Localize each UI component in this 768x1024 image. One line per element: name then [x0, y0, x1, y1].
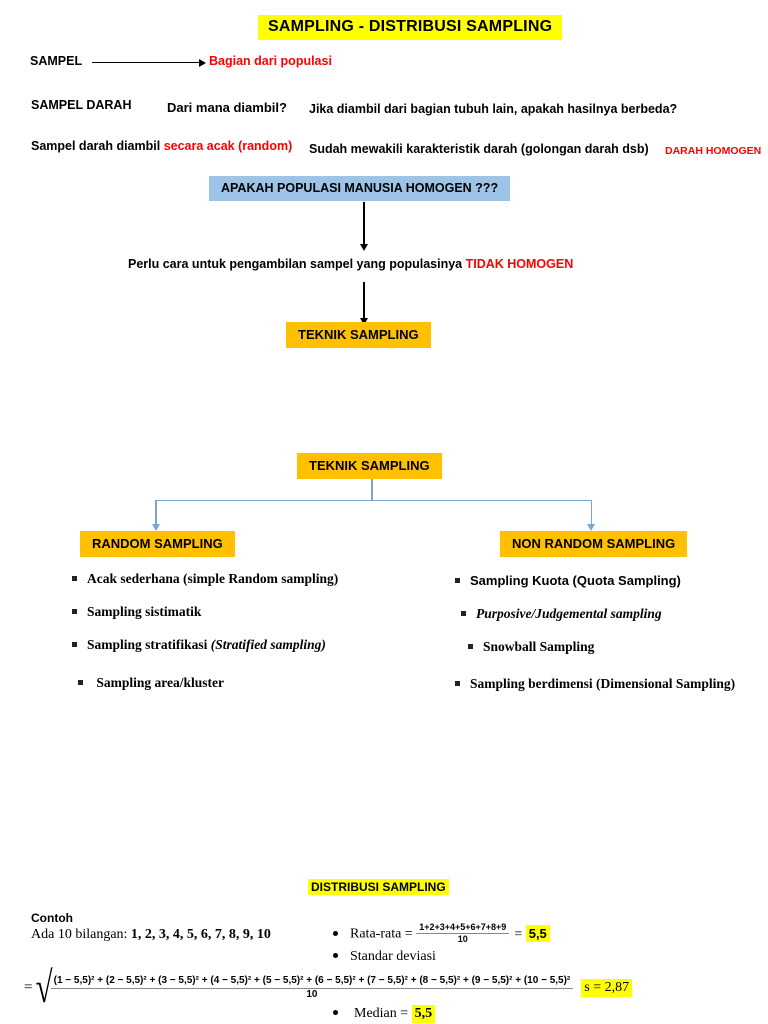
perlu-cara-before: Perlu cara untuk pengambilan sampel yang… [128, 257, 466, 271]
sampel-random-highlight: secara acak (random) [163, 139, 293, 153]
contoh-label: Contoh [31, 911, 73, 925]
contoh-line: Ada 10 bilangan: 1, 2, 3, 4, 5, 6, 7, 8,… [31, 927, 271, 943]
square-bullet-icon [72, 576, 77, 581]
page-title-text: SAMPLING - DISTRIBUSI SAMPLING [258, 15, 563, 40]
perlu-cara-highlight: TIDAK HOMOGEN [465, 257, 574, 271]
mean-denominator: 10 [457, 934, 468, 945]
dot-bullet-icon [333, 1010, 338, 1015]
list-item: Sampling area/kluster [78, 675, 338, 691]
mean-row: Rata-rata = 1+2+3+4+5+6+7+8+9 10 = 5,5 [333, 922, 550, 945]
random-sampling-list: Acak sederhana (simple Random sampling) … [72, 571, 338, 691]
tree-connector-horizontal [155, 499, 592, 501]
list-item-label: Sampling sistimatik [87, 604, 202, 619]
tree-arrow-head-right-icon [587, 524, 595, 531]
list-item: Sampling Kuota (Quota Sampling) [455, 573, 735, 588]
apakah-populasi-box-text: APAKAH POPULASI MANUSIA HOMOGEN ??? [209, 176, 511, 201]
list-item-label-italic: (Stratified sampling) [210, 637, 326, 652]
list-item-label: Purposive/Judgemental sampling [476, 606, 662, 621]
down-arrow-icon-2 [363, 282, 365, 320]
dot-bullet-icon [333, 953, 338, 958]
sd-numerator: (1 − 5,5)² + (2 − 5,5)² + (3 − 5,5)² + (… [50, 975, 574, 989]
tree-root-box-text: TEKNIK SAMPLING [297, 453, 442, 479]
list-item: Sampling sistimatik [72, 604, 338, 620]
down-arrow-head-icon-2 [359, 318, 368, 325]
square-bullet-icon [468, 644, 473, 649]
sampel-representative-text: Sudah mewakili karakteristik darah (golo… [309, 142, 649, 156]
sd-row-label: Standar deviasi [333, 947, 436, 965]
median-label: Median = [354, 1006, 412, 1021]
mean-equals: = [514, 926, 526, 942]
distribusi-sampling-heading-text: DISTRIBUSI SAMPLING [308, 879, 449, 895]
sampel-random-before: Sampel darah diambil [31, 139, 164, 153]
sd-fraction: (1 − 5,5)² + (2 − 5,5)² + (3 − 5,5)² + (… [50, 975, 574, 1001]
contoh-line-text: Ada 10 bilangan: [31, 927, 131, 942]
square-bullet-icon [72, 642, 77, 647]
square-bullet-icon [461, 611, 466, 616]
list-item-label: Sampling berdimensi (Dimensional Samplin… [470, 676, 736, 691]
contoh-numbers: 1, 2, 3, 4, 5, 6, 7, 8, 9, 10 [130, 927, 271, 942]
list-item: Purposive/Judgemental sampling [461, 606, 735, 622]
distribusi-sampling-heading: DISTRIBUSI SAMPLING [308, 878, 449, 896]
dot-bullet-icon [333, 930, 338, 936]
mean-label: Rata-rata = [350, 926, 417, 942]
random-sampling-box-text: RANDOM SAMPLING [80, 531, 235, 557]
sampel-result: Bagian dari populasi [209, 54, 332, 68]
non-random-sampling-box-text: NON RANDOM SAMPLING [500, 531, 688, 557]
sd-result: s = 2,87 [581, 979, 633, 997]
teknik-sampling-box-1-text: TEKNIK SAMPLING [286, 322, 431, 348]
sd-equals: = [24, 979, 33, 996]
sampel-darah-question-1: Dari mana diambil? [167, 100, 287, 115]
list-item-label: Snowball Sampling [483, 639, 595, 654]
list-item: Sampling berdimensi (Dimensional Samplin… [455, 676, 735, 692]
square-bullet-icon [72, 609, 77, 614]
sampel-label: SAMPEL [30, 54, 83, 68]
tree-arrow-head-left-icon [151, 524, 160, 531]
list-item-label: Sampling Kuota (Quota Sampling) [470, 573, 681, 588]
down-arrow-head-icon-1 [359, 244, 368, 251]
tree-connector-vertical-right [590, 499, 592, 526]
list-item: Snowball Sampling [468, 639, 735, 655]
random-sampling-box: RANDOM SAMPLING [80, 531, 235, 557]
sqrt-icon: √ [36, 963, 54, 1012]
sd-formula: =√ (1 − 5,5)² + (2 − 5,5)² + (3 − 5,5)² … [24, 963, 633, 1012]
square-bullet-icon [78, 680, 83, 685]
darah-homogen-label: DARAH HOMOGEN [665, 145, 762, 157]
non-random-sampling-list: Sampling Kuota (Quota Sampling) Purposiv… [455, 573, 735, 692]
list-item-label: Sampling stratifikasi [87, 637, 211, 652]
perlu-cara-sentence: Perlu cara untuk pengambilan sampel yang… [128, 257, 573, 271]
square-bullet-icon [455, 578, 460, 583]
list-item: Acak sederhana (simple Random sampling) [72, 571, 338, 587]
list-item-label: Sampling area/kluster [93, 675, 225, 690]
square-bullet-icon [455, 681, 460, 686]
right-arrow-head-icon [199, 58, 206, 67]
page-title: SAMPLING - DISTRIBUSI SAMPLING [258, 15, 563, 40]
median-value: 5,5 [411, 1005, 436, 1023]
sampel-darah-question-2: Jika diambil dari bagian tubuh lain, apa… [309, 102, 678, 116]
median-row: Median = 5,5 [333, 1004, 436, 1023]
mean-value: 5,5 [525, 924, 550, 942]
tree-root-box: TEKNIK SAMPLING [297, 453, 442, 479]
mean-fraction: 1+2+3+4+5+6+7+8+9 10 [416, 922, 510, 945]
tree-connector-vertical-root [371, 479, 373, 500]
teknik-sampling-box-1: TEKNIK SAMPLING [286, 322, 431, 348]
sd-denominator: 10 [306, 989, 318, 1000]
list-item-label: Acak sederhana (simple Random sampling) [87, 571, 339, 586]
down-arrow-icon-1 [363, 202, 365, 246]
sd-label: Standar deviasi [350, 949, 436, 964]
non-random-sampling-box: NON RANDOM SAMPLING [500, 531, 688, 557]
mean-numerator: 1+2+3+4+5+6+7+8+9 [416, 922, 510, 935]
right-arrow-icon [92, 62, 200, 63]
sampel-darah-label: SAMPEL DARAH [31, 98, 132, 112]
tree-connector-vertical-left [155, 499, 157, 526]
list-item: Sampling stratifikasi (Stratified sampli… [72, 637, 338, 653]
sampel-random-sentence: Sampel darah diambil secara acak (random… [31, 139, 292, 153]
apakah-populasi-box: APAKAH POPULASI MANUSIA HOMOGEN ??? [209, 176, 511, 201]
